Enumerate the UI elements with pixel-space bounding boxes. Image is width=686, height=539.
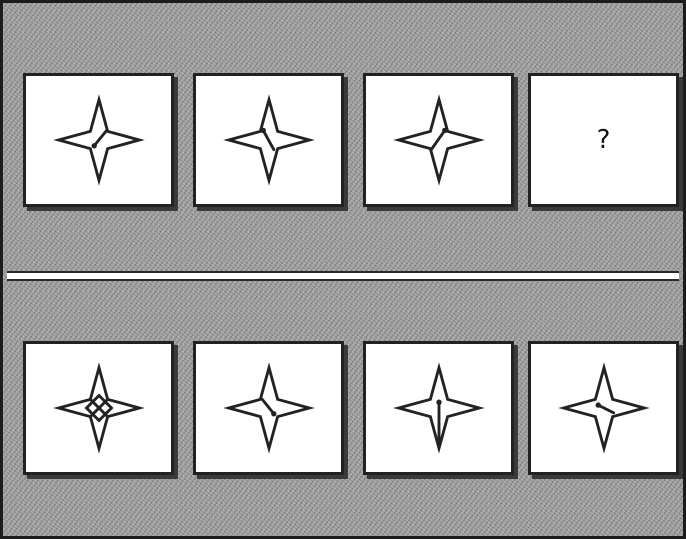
missing-answer-placeholder: ? (531, 76, 676, 204)
star-hand-down-left-icon (391, 92, 487, 188)
answer-option-2[interactable] (193, 341, 344, 475)
answer-option-4[interactable] (528, 341, 679, 475)
question-row: ? (23, 73, 669, 207)
question-tile-3 (363, 73, 514, 207)
star-hand-up-left-icon (221, 360, 317, 456)
question-tile-2 (193, 73, 344, 207)
star-hand-down-icon (391, 360, 487, 456)
answer-row (23, 341, 669, 475)
question-tile-4: ? (528, 73, 679, 207)
answer-option-3[interactable] (363, 341, 514, 475)
star-hand-up-right-icon (51, 92, 147, 188)
answer-option-1[interactable] (23, 341, 174, 475)
star-hand-right-icon (556, 360, 652, 456)
question-tile-1 (23, 73, 174, 207)
section-divider (7, 271, 679, 281)
star-inner-diamond-icon (51, 360, 147, 456)
star-hand-down-right-icon (221, 92, 317, 188)
